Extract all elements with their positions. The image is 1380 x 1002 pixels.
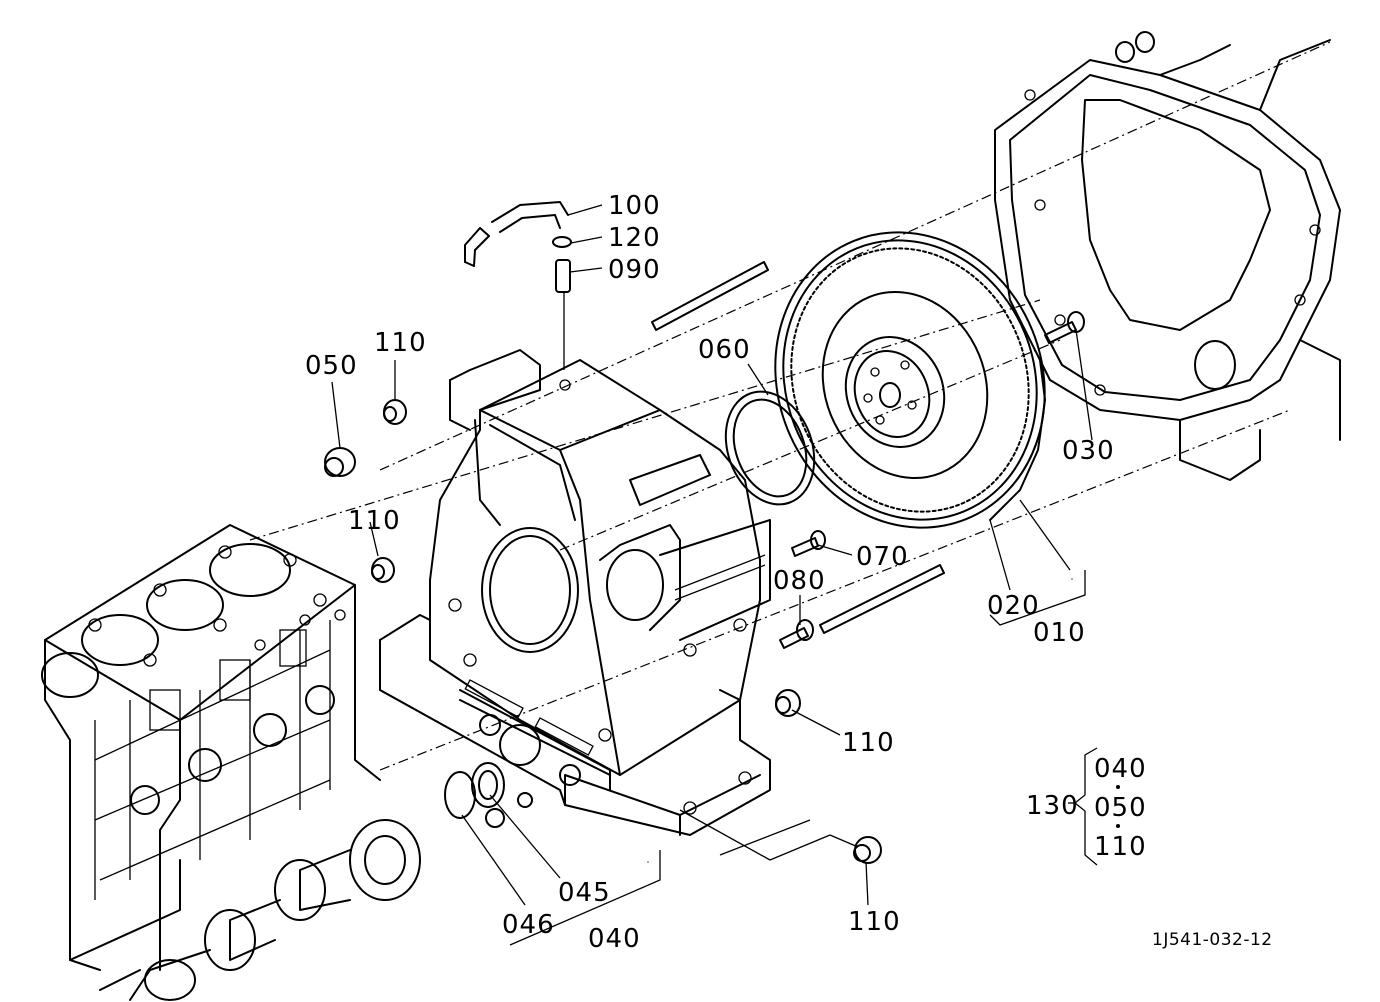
bell-housing (994, 31, 1341, 481)
oil-seal-060 (724, 390, 816, 506)
plugs (324, 399, 882, 864)
callout-110-left: 110 (348, 506, 401, 536)
callout-030: 030 (1062, 436, 1115, 466)
drawing-code: 1J541-032-12 (1152, 930, 1273, 950)
kit-label-130: 130 (1026, 791, 1079, 821)
callout-020: 020 (987, 591, 1040, 621)
callout-070: 070 (856, 542, 909, 572)
crankshaft (99, 819, 421, 1001)
callout-110-right: 110 (842, 728, 895, 758)
callout-120: 120 (608, 223, 661, 253)
kit-item-110: 110 (1094, 832, 1147, 862)
callout-045: 045 (558, 878, 611, 908)
callout-090: 090 (608, 255, 661, 285)
kit-bracket (1068, 747, 1120, 866)
callout-100: 100 (608, 191, 661, 221)
studs (651, 261, 945, 634)
callout-050: 050 (305, 351, 358, 381)
callout-010: 010 (1033, 618, 1086, 648)
kit-item-040: 040 (1094, 754, 1147, 784)
center-lines (249, 41, 1331, 771)
callout-080: 080 (773, 566, 826, 596)
leader-lines (331, 204, 1093, 946)
seal-ring (444, 762, 533, 828)
callout-060: 060 (698, 335, 751, 365)
engine-block (41, 524, 381, 971)
kit-item-050: 050 (1094, 793, 1147, 823)
callout-110-upper: 110 (374, 328, 427, 358)
flywheel-housing (379, 349, 771, 836)
callout-040: 040 (588, 924, 641, 954)
breather-hose (464, 201, 572, 370)
callout-046: 046 (502, 910, 555, 940)
callout-110-bottom: 110 (848, 907, 901, 937)
flywheel (774, 231, 1046, 529)
